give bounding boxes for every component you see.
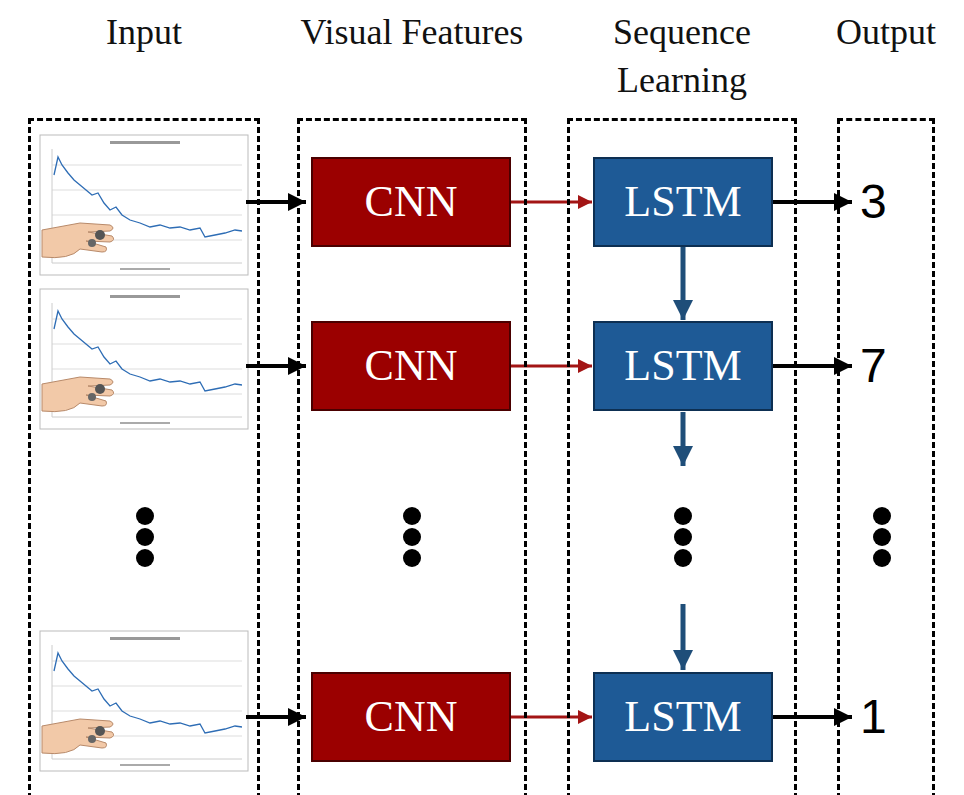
stage-column: Input [28, 118, 260, 795]
connector-arrow [681, 247, 686, 320]
cnn-box: CNN [311, 321, 511, 411]
column-heading: Sequence Learning [562, 8, 802, 104]
box-label: CNN [365, 341, 458, 391]
lstm-box: LSTM [593, 157, 773, 247]
lstm-box: LSTM [593, 672, 773, 762]
ellipsis-dots [136, 507, 891, 567]
stage-column: Visual FeaturesCNNCNNCNN [297, 118, 527, 795]
output-value: 1 [860, 689, 887, 745]
box-label: LSTM [624, 177, 741, 227]
input-image [40, 631, 248, 771]
cnn-box: CNN [311, 157, 511, 247]
lstm-box: LSTM [593, 321, 773, 411]
connector-arrow [511, 365, 592, 368]
connector-arrow [511, 201, 592, 204]
input-image [40, 289, 248, 429]
stage-column: Sequence LearningLSTMLSTMLSTM [567, 118, 797, 795]
cnn-box: CNN [311, 672, 511, 762]
column-heading: Input [24, 8, 264, 56]
box-label: LSTM [624, 341, 741, 391]
column-heading: Output [806, 8, 964, 56]
output-value: 3 [860, 174, 887, 230]
input-image [40, 135, 248, 275]
box-label: CNN [365, 177, 458, 227]
box-label: CNN [365, 692, 458, 742]
box-label: LSTM [624, 692, 741, 742]
output-value: 7 [860, 338, 887, 394]
connector-arrow [511, 716, 592, 719]
column-heading: Visual Features [292, 8, 532, 56]
